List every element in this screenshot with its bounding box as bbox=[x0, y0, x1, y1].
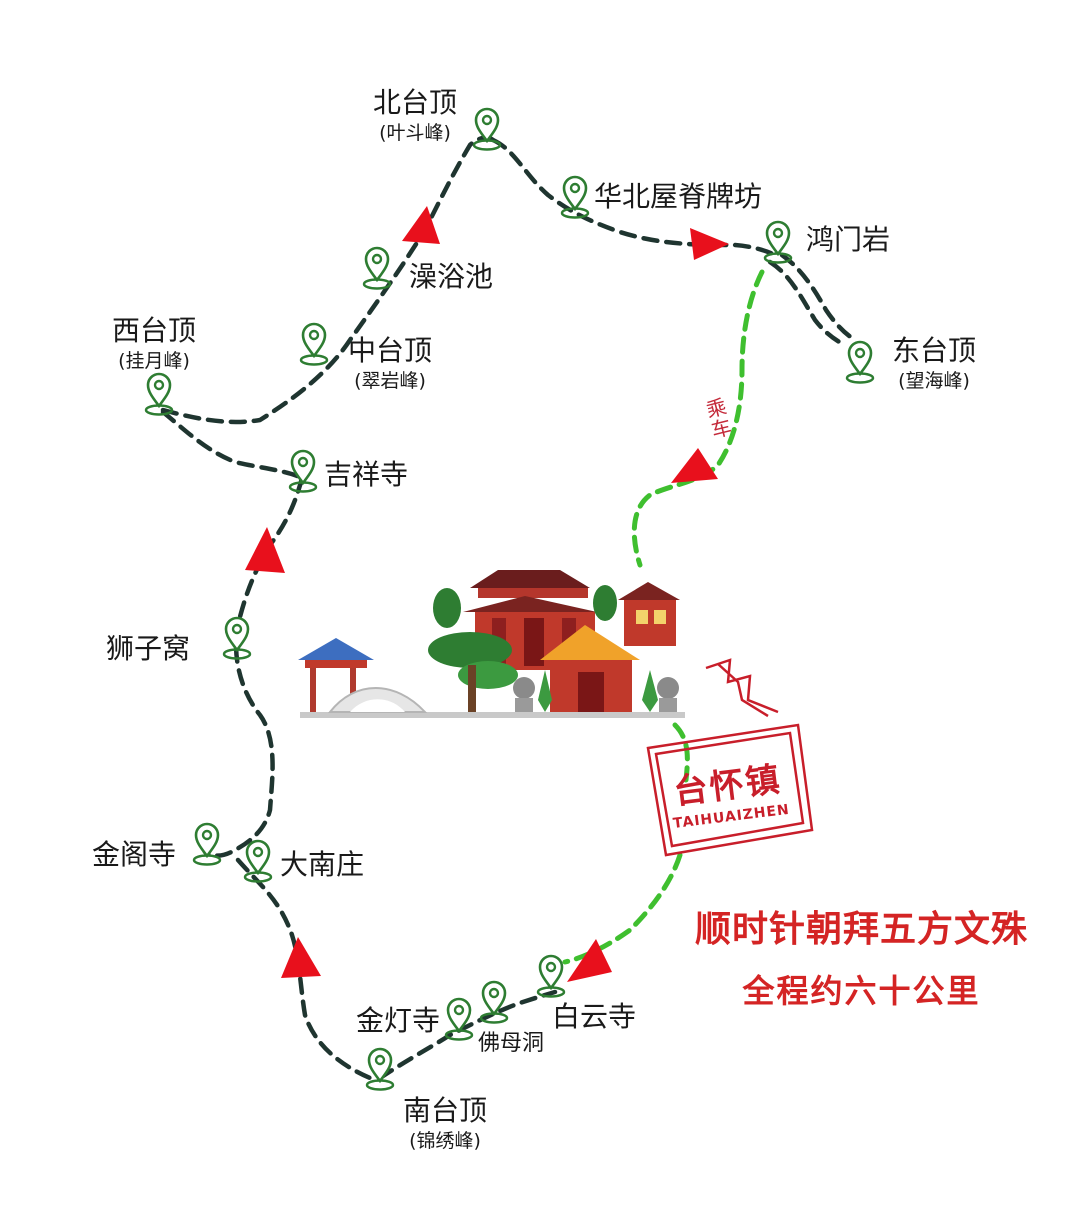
stop-label-huabei: 华北屋脊牌坊 bbox=[594, 180, 763, 213]
location-pin-icon bbox=[560, 175, 590, 219]
location-pin-icon bbox=[365, 1047, 395, 1091]
stop-label-jindeng: 金灯寺 bbox=[356, 1004, 441, 1037]
location-pin-icon bbox=[192, 822, 222, 866]
stop-label-fomu: 佛母洞 bbox=[478, 1031, 545, 1056]
route-north-to-hongmen bbox=[490, 137, 778, 258]
location-pin-icon bbox=[299, 322, 329, 366]
location-pin-icon bbox=[144, 372, 174, 416]
stop-label-zaoyu: 澡浴池 bbox=[409, 260, 494, 293]
location-pin-icon bbox=[845, 340, 875, 384]
direction-arrow-icon bbox=[402, 206, 440, 244]
slogan-line-2: 全程约六十公里 bbox=[742, 972, 981, 1010]
location-pin-icon bbox=[536, 954, 566, 998]
stop-label-hongmen: 鸿门岩 bbox=[806, 223, 891, 256]
vehicle-route-town-to-baiyun bbox=[562, 722, 690, 965]
direction-arrow-icon bbox=[690, 228, 729, 260]
stop-label-nantai: 南台顶 (锦绣峰) bbox=[402, 1094, 487, 1152]
stop-label-dongtai: 东台顶 (望海峰) bbox=[891, 334, 976, 392]
temple-illustration-icon bbox=[298, 570, 685, 718]
stop-label-baiyun: 白云寺 bbox=[552, 1000, 637, 1033]
direction-arrow-icon bbox=[671, 448, 718, 483]
stop-label-jinge: 金阁寺 bbox=[92, 838, 177, 871]
direction-arrows bbox=[245, 206, 729, 982]
stop-label-shizi: 狮子窝 bbox=[106, 632, 191, 665]
stop-label-zhongtai: 中台顶 (翠岩峰) bbox=[347, 334, 432, 392]
slogan-line-1: 顺时针朝拜五方文殊 bbox=[694, 908, 1028, 950]
town-stamp bbox=[646, 658, 814, 857]
route-hongmen-to-dongtai-a bbox=[767, 259, 848, 348]
location-pin-icon bbox=[243, 839, 273, 883]
direction-arrow-icon bbox=[281, 937, 321, 978]
direction-arrow-icon bbox=[567, 939, 612, 982]
stop-label-danan: 大南庄 bbox=[280, 848, 365, 881]
route-danan-to-nantai bbox=[235, 857, 373, 1081]
stop-label-xitai: 西台顶 (挂月峰) bbox=[111, 314, 196, 372]
stop-label-jixiang: 吉祥寺 bbox=[324, 458, 409, 491]
route-slogan: 顺时针朝拜五方文殊 全程约六十公里 bbox=[695, 900, 1028, 1012]
route-west-to-north bbox=[160, 135, 496, 425]
location-pin-icon bbox=[288, 449, 318, 493]
route-jixiang-south bbox=[202, 475, 305, 858]
route-hongmen-to-dongtai-b bbox=[779, 252, 855, 341]
route-west-to-jixiang bbox=[160, 409, 305, 481]
stop-label-beitai: 北台顶 (叶斗峰) bbox=[372, 86, 457, 144]
location-pin-icon bbox=[362, 246, 392, 290]
direction-arrow-icon bbox=[245, 527, 285, 573]
vehicle-route-hongmen-to-town bbox=[631, 269, 765, 568]
